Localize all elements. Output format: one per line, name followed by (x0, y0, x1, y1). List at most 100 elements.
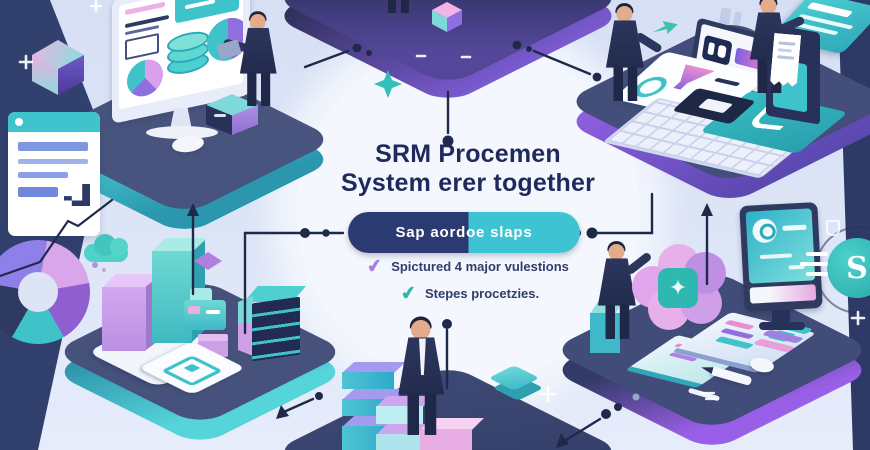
monitor-base (759, 322, 805, 330)
receipt-line (778, 48, 792, 52)
confetti-dot (102, 268, 106, 272)
person-leg (757, 58, 767, 93)
person-leg (605, 304, 615, 339)
small-cube-icon (430, 2, 464, 36)
screen-list-box (125, 33, 159, 61)
hub-title-line2: System erer together (340, 169, 596, 197)
pie-chart-icon (127, 56, 163, 100)
checklist-label: Stepes procetzies. (424, 285, 540, 301)
person-leg (247, 72, 257, 106)
badge-glyph: S (846, 250, 868, 286)
stack-top (342, 416, 406, 427)
faint-glyph (732, 11, 743, 26)
stack-front (342, 372, 394, 389)
bar-front (102, 287, 146, 351)
person-head (410, 320, 431, 340)
coin-avatar-inner (759, 223, 777, 241)
monitor-chin (749, 284, 817, 304)
person-bottom-right (596, 241, 653, 343)
person-leg (407, 393, 419, 435)
screen-dash (759, 253, 793, 260)
finance-monitor (739, 202, 828, 336)
confetti-dot (92, 262, 98, 268)
document-card (8, 112, 100, 236)
monitor-frame (739, 202, 823, 312)
person-leg (627, 66, 638, 101)
stack-top (342, 362, 406, 373)
rack-side (238, 296, 253, 356)
sign-line (806, 2, 854, 18)
pen-tip (700, 364, 713, 374)
crate-box (206, 94, 266, 146)
screen-line (125, 14, 169, 29)
monitor-stand (170, 108, 192, 130)
crate-label (214, 114, 226, 117)
tablet-line (713, 77, 741, 87)
stack-top (376, 396, 434, 407)
maze-glyph-inner (183, 363, 201, 373)
person-bottom-center (396, 316, 449, 440)
monitor-stand (772, 310, 790, 323)
monitor-screen (745, 208, 816, 284)
document-line (18, 142, 88, 151)
hub-pill-label: Sap aordoe slaps (395, 224, 533, 241)
document-line (18, 159, 88, 164)
person-torso (605, 20, 644, 68)
document-header-dot (15, 118, 23, 126)
checklist-label: Spictured 4 major vulestions (391, 258, 569, 274)
currency-badge: S (827, 238, 870, 298)
person-head (249, 14, 266, 30)
person-legs-top-center (388, 0, 418, 16)
flower-center: ✦ (658, 268, 698, 308)
hub-pill-button: Sap aordoe slaps (348, 212, 580, 253)
register-body (184, 300, 226, 330)
flower-gear: ✦ (632, 244, 726, 336)
receipt-paper (770, 33, 801, 87)
register-chip (188, 306, 200, 314)
cloud-part (110, 238, 128, 256)
screen-dash (782, 224, 807, 231)
leg (388, 0, 396, 13)
person-leg (261, 72, 271, 106)
person-top-left (222, 11, 280, 110)
flower-center-star-icon: ✦ (668, 275, 688, 300)
person-leg (424, 393, 437, 435)
coin-stack-icon (167, 25, 209, 78)
checklist-item: ✔ Spictured 4 major vulestions (340, 255, 596, 277)
monitor-base (146, 126, 218, 139)
stack-front (376, 434, 423, 450)
hub-title: SRM Procemen System erer together (298, 140, 638, 198)
document-line (18, 187, 58, 197)
screen-line-pink (125, 1, 165, 16)
receipt-line (777, 55, 794, 59)
funnel-icon (662, 64, 715, 92)
cloud-icon (84, 232, 136, 264)
person-leg (619, 304, 630, 339)
floating-flat-box (488, 358, 544, 401)
send-arrow-icon (650, 15, 680, 39)
stack-top (376, 424, 434, 435)
coin-avatar-icon (751, 218, 778, 244)
receipt-line (778, 41, 795, 45)
rack-front (252, 296, 300, 362)
register-top (190, 288, 212, 302)
maze-glyph (160, 355, 224, 387)
check-icon: ✔ (365, 255, 384, 277)
person-torso (239, 27, 277, 74)
bar-top (102, 274, 160, 288)
person-head (608, 244, 625, 261)
hub-title-line1: SRM Procemen (375, 140, 561, 168)
badge-line (806, 272, 828, 276)
server-rack (238, 286, 314, 364)
leg (401, 0, 409, 13)
floating-cube-icon (28, 40, 88, 102)
folder-label (697, 98, 734, 114)
document-line (18, 172, 68, 178)
document-header (8, 112, 100, 132)
document-chart-icon (64, 184, 90, 206)
check-icon: ✔ (399, 282, 418, 304)
checklist-item: ✔ Stepes procetzies. (360, 282, 580, 304)
person-head (616, 6, 633, 23)
donut-hole (18, 272, 58, 312)
